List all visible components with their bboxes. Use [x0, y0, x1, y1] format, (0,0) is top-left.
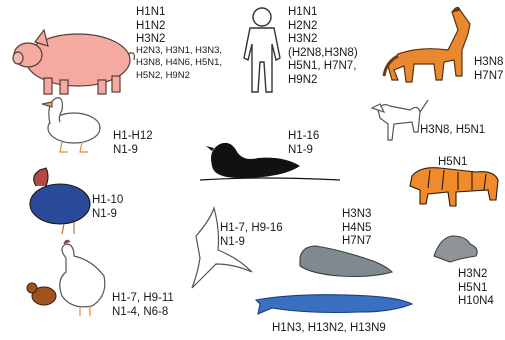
human-illustration — [244, 8, 280, 92]
seagull-subtypes: H1-7, H9-16 N1-9 — [220, 222, 283, 249]
chicken-subtypes: H1-7, H9-11 N1-4, N6-8 — [112, 292, 174, 319]
human-subtypes: H1N1 H2N2 H3N2 (H2N8,H3N8) H5N1, H7N7, H… — [288, 6, 358, 87]
turkey-illustration — [30, 168, 90, 234]
seal-subtypes: H3N3 H4N5 H7N7 — [342, 208, 371, 249]
dog-subtypes: H3N8, H5N1 — [420, 124, 485, 138]
tiger-subtypes: H5N1 — [438, 156, 467, 170]
whale-subtypes: H1N3, H13N2, H13N9 — [272, 322, 386, 336]
mink-illustration — [434, 236, 477, 262]
pig-subtypes-main: H1N1 H1N2 H3N2 — [136, 6, 165, 47]
pig-subtypes-minor: H2N3, H3N1, H3N3, H3N8, H4N6, H5N1, H5N2… — [136, 45, 222, 82]
duck-illustration — [42, 98, 100, 152]
quail-illustration — [27, 283, 56, 305]
duck-subtypes: H1-H12 N1-9 — [113, 130, 153, 157]
horse-illustration — [384, 7, 470, 82]
mink-subtypes: H3N2 H5N1 H10N4 — [458, 268, 494, 309]
pig-illustration — [13, 30, 134, 94]
whale-illustration — [256, 295, 412, 314]
turkey-subtypes: H1-10 N1-9 — [92, 194, 123, 221]
horse-subtypes: H3N8 H7N7 — [474, 56, 503, 83]
tiger-illustration — [410, 168, 498, 206]
waterfowl-subtypes: H1-16 N1-9 — [288, 130, 319, 157]
chicken-illustration — [60, 240, 105, 316]
seal-illustration — [300, 246, 392, 277]
